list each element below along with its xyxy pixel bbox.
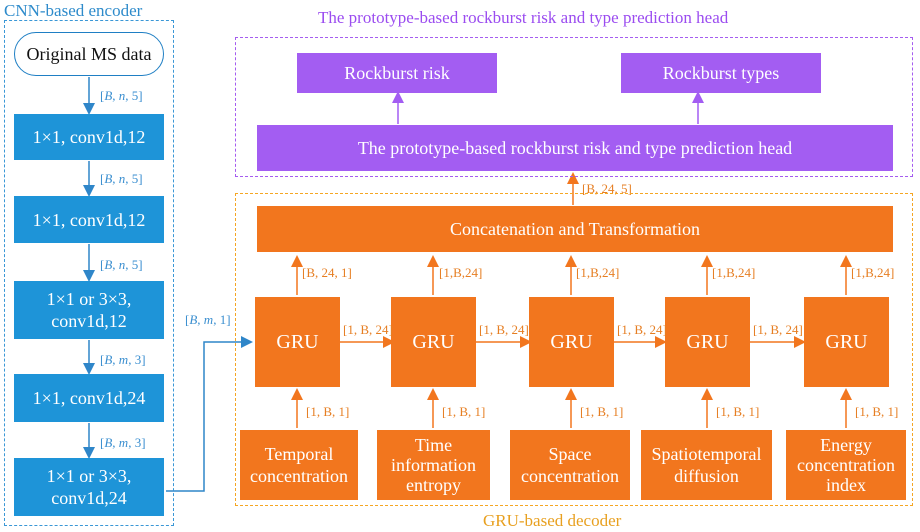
prediction-head-node: The prototype-based rockburst risk and t…	[257, 125, 893, 171]
head-frame	[235, 37, 913, 177]
shape-tag: [1, B, 24]	[753, 322, 803, 337]
feature-time-information-entropy: Time information entropy	[377, 430, 490, 500]
shape-tag: [1, B, 24]	[479, 322, 529, 337]
feature-temporal-concentration: Temporal concentration	[240, 430, 358, 500]
conv-layer-2: 1×1, conv1d,12	[14, 196, 164, 243]
head-title: The prototype-based rockburst risk and t…	[318, 8, 729, 27]
decoder-frame	[235, 193, 913, 506]
feature-space-concentration: Space concentration	[510, 430, 630, 500]
decoder-title: GRU-based decoder	[483, 511, 622, 530]
shape-tag: [1,B,24]	[439, 265, 483, 280]
shape-tag: [1, B, 1]	[442, 404, 486, 419]
shape-tag: [B, m, 1]	[185, 312, 231, 327]
gru-cell-3: GRU	[529, 297, 614, 387]
gru-cell-2: GRU	[391, 297, 476, 387]
feature-energy-concentration-index: Energy concentration index	[786, 430, 906, 500]
feature-spatiotemporal-diffusion: Spatiotemporal diffusion	[641, 430, 772, 500]
conv-layer-4: 1×1, conv1d,24	[14, 374, 164, 422]
shape-tag: [1, B, 1]	[306, 404, 350, 419]
input-data-node: Original MS data	[14, 32, 164, 76]
encoder-title: CNN-based encoder	[4, 1, 143, 20]
shape-tag: [1, B, 24]	[343, 322, 393, 337]
shape-tag: [1,B,24]	[576, 265, 620, 280]
shape-tag: [B, 24, 1]	[302, 265, 352, 280]
encoder-frame	[4, 20, 174, 526]
shape-tag: [B, m, 3]	[100, 352, 146, 367]
shape-tag: [B, 24, 5]	[582, 181, 632, 196]
shape-tag: [B, m, 3]	[100, 435, 146, 450]
shape-tag: [1,B,24]	[712, 265, 756, 280]
conv-layer-3: 1×1 or 3×3, conv1d,12	[14, 281, 164, 339]
gru-cell-1: GRU	[255, 297, 340, 387]
shape-tag: [B, n, 5]	[100, 257, 143, 272]
concat-transform-node: Concatenation and Transformation	[257, 206, 893, 252]
shape-tag: [1, B, 1]	[855, 404, 899, 419]
conv-layer-5: 1×1 or 3×3, conv1d,24	[14, 458, 164, 516]
shape-tag: [1,B,24]	[851, 265, 895, 280]
shape-tag: [B, n, 5]	[100, 171, 143, 186]
head-arrows	[392, 91, 704, 124]
shape-tag: [B, n, 5]	[100, 88, 143, 103]
gru-cell-5: GRU	[804, 297, 889, 387]
encoder-arrows	[83, 77, 253, 492]
rockburst-risk-node: Rockburst risk	[297, 53, 497, 93]
shape-tag: [1, B, 1]	[580, 404, 624, 419]
gru-cell-4: GRU	[665, 297, 750, 387]
rockburst-types-node: Rockburst types	[621, 53, 821, 93]
decoder-arrows	[291, 172, 852, 428]
conv-layer-1: 1×1, conv1d,12	[14, 114, 164, 160]
shape-tag: [1, B, 24]	[617, 322, 667, 337]
shape-tag: [1, B, 1]	[716, 404, 760, 419]
